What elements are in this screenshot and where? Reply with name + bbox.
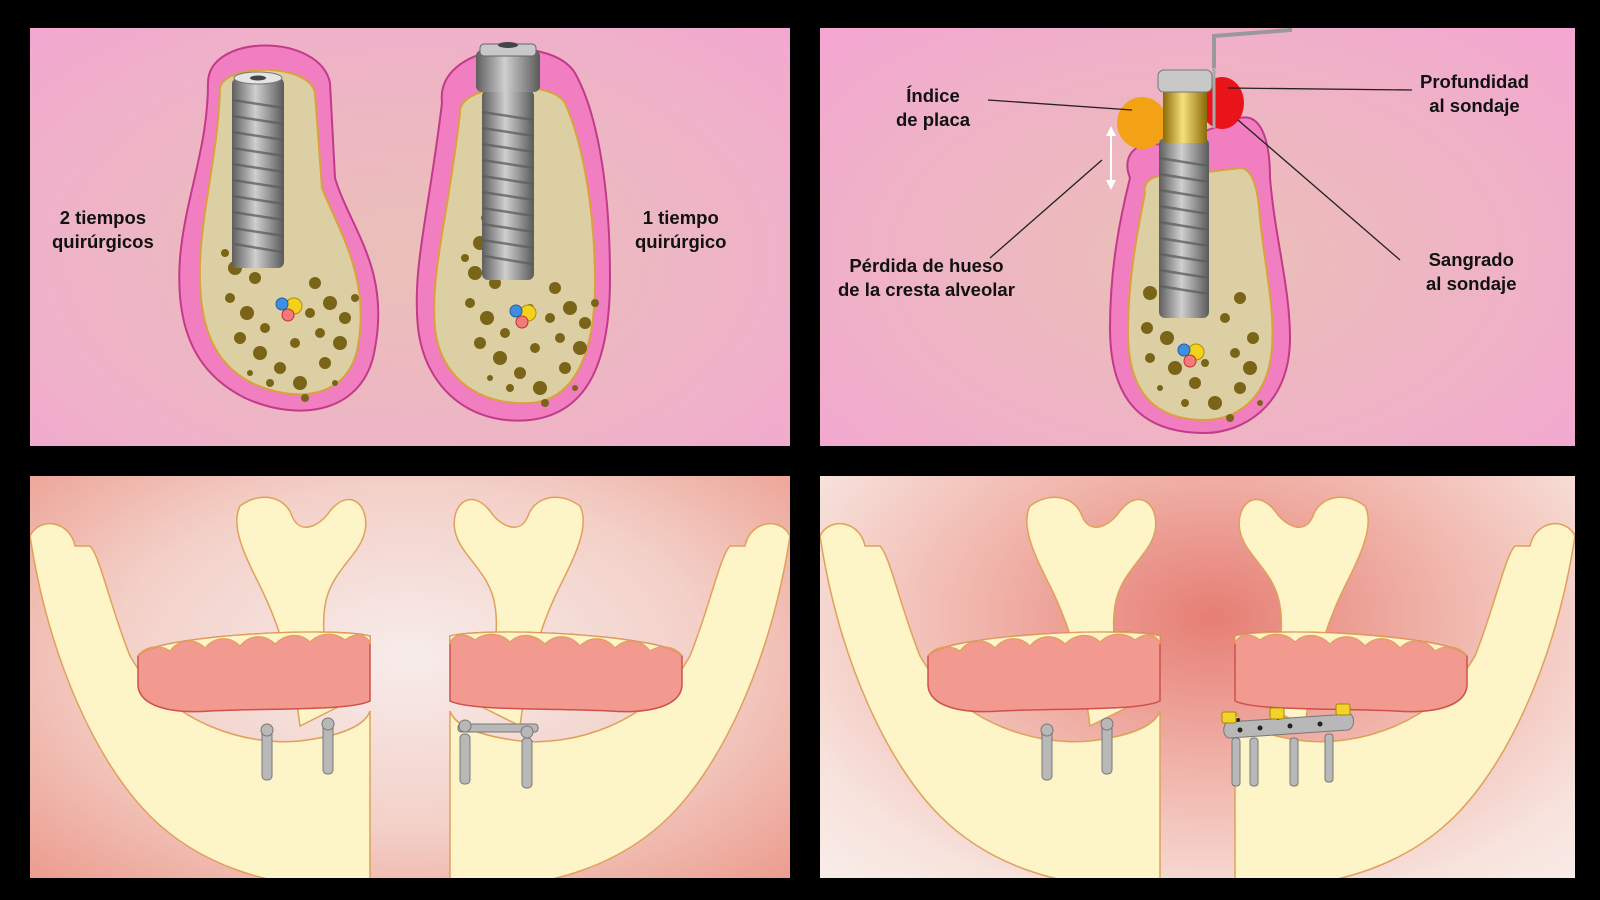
ball-attachment-implants [260, 717, 335, 781]
ball-attachment-implants-2 [1040, 717, 1114, 781]
one-stage-label-line1: 1 tiempo [642, 207, 719, 228]
probing-depth-line1: Profundidad [1420, 71, 1529, 92]
one-stage-label-line2: quirúrgico [635, 231, 727, 252]
surgical-stages-illustration [178, 42, 612, 422]
two-stage-implant [178, 44, 380, 412]
bone-loss-line1: Pérdida de hueso [849, 255, 1004, 276]
plaque-deposit [1117, 97, 1167, 149]
two-stage-label-line2: quirúrgicos [52, 231, 154, 252]
bleeding-on-probing-line1: Sangrado [1428, 249, 1514, 270]
peri-implant-illustration [987, 28, 1413, 435]
one-stage-implant [415, 42, 612, 422]
overdenture-bar-illustration [30, 496, 790, 878]
panel-surgical-stages: 2 tiempos quirúrgicos 1 tiempo quirúrgic… [30, 28, 790, 446]
overdenture-milled-bar-illustration [820, 496, 1575, 878]
plaque-index-line1: Índice [906, 85, 960, 106]
probing-depth-line2: al sondaje [1429, 95, 1520, 116]
panel-overdenture-milled-bar [820, 476, 1575, 878]
panel-peri-implant-parameters: Índice de placa Profundidad al sondaje S… [820, 28, 1575, 446]
two-stage-label-line1: 2 tiempos [59, 207, 147, 228]
panel-overdenture-bar [30, 476, 790, 878]
bone-loss-line2: de la cresta alveolar [838, 279, 1015, 300]
milled-bar-implants [1221, 703, 1354, 787]
plaque-index-line2: de placa [896, 109, 971, 130]
bleeding-on-probing-line2: al sondaje [1426, 273, 1517, 294]
bar-attachment-implants [457, 719, 539, 789]
